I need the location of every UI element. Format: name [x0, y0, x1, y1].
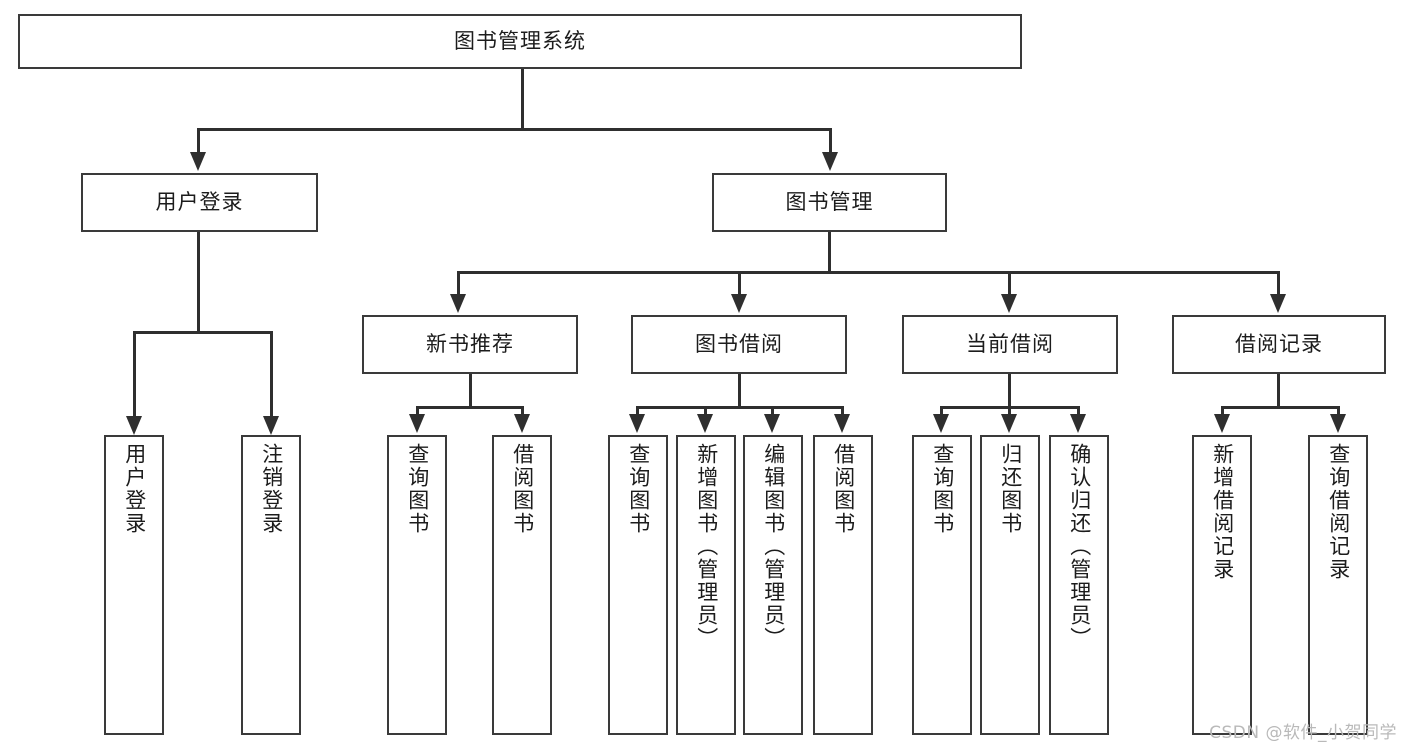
connector-user-login-drop-1: [133, 331, 136, 416]
connector-book-borrow-bus: [636, 406, 844, 409]
node-borrow-record-label: 借阅记录: [1235, 332, 1323, 357]
arrow-book-manage-to-current-borrow: [1001, 294, 1017, 313]
connector-current-borrow-drop-2: [1008, 406, 1011, 416]
connector-borrow-record-bus: [1221, 406, 1340, 409]
connector-book-borrow-drop-3: [771, 406, 774, 416]
node-leaf-edit-book[interactable]: 编辑图书（管理员）: [743, 435, 803, 735]
node-root[interactable]: 图书管理系统: [18, 14, 1022, 69]
arrow-book-borrow-to-leaf-4: [834, 414, 850, 433]
node-leaf-borrow-book-1-label: 借阅图书: [510, 443, 535, 535]
connector-user-login-drop-2: [270, 331, 273, 416]
node-borrow-record[interactable]: 借阅记录: [1172, 315, 1386, 374]
node-leaf-query-book-3-label: 查询图书: [930, 443, 955, 535]
arrow-borrow-record-to-leaf-2: [1330, 414, 1346, 433]
connector-new-book-rec-stem: [469, 374, 472, 408]
node-leaf-return-book[interactable]: 归还图书: [980, 435, 1040, 735]
connector-current-borrow-drop-3: [1077, 406, 1080, 416]
node-leaf-borrow-book-1[interactable]: 借阅图书: [492, 435, 552, 735]
connector-current-borrow-stem: [1008, 374, 1011, 408]
node-leaf-borrow-book-2-label: 借阅图书: [831, 443, 856, 535]
connector-book-borrow-drop-1: [636, 406, 639, 416]
arrow-root-to-user-login: [190, 152, 206, 171]
connector-root-to-book-manage: [829, 128, 832, 152]
arrow-user-login-to-leaf-2: [263, 416, 279, 435]
connector-root-to-user-login: [197, 128, 200, 152]
arrow-current-borrow-to-leaf-3: [1070, 414, 1086, 433]
node-leaf-query-record[interactable]: 查询借阅记录: [1308, 435, 1368, 735]
node-leaf-logout-label: 注销登录: [259, 443, 284, 535]
node-leaf-query-book-3[interactable]: 查询图书: [912, 435, 972, 735]
arrow-book-manage-to-borrow-record: [1270, 294, 1286, 313]
node-current-borrow-label: 当前借阅: [966, 332, 1054, 357]
connector-borrow-record-drop-1: [1221, 406, 1224, 416]
connector-root-bus: [197, 128, 832, 131]
node-leaf-confirm-return-label: 确认归还（管理员）: [1067, 443, 1092, 650]
node-book-manage[interactable]: 图书管理: [712, 173, 947, 232]
node-leaf-return-book-label: 归还图书: [998, 443, 1023, 535]
connector-borrow-record-drop-2: [1337, 406, 1340, 416]
node-leaf-user-login-label: 用户登录: [122, 443, 147, 535]
node-user-login[interactable]: 用户登录: [81, 173, 318, 232]
connector-book-manage-drop-4: [1277, 271, 1280, 294]
node-new-book-rec[interactable]: 新书推荐: [362, 315, 578, 374]
node-leaf-query-book-1-label: 查询图书: [405, 443, 430, 535]
node-leaf-user-login[interactable]: 用户登录: [104, 435, 164, 735]
connector-book-manage-bus: [457, 271, 1280, 274]
node-leaf-add-record-label: 新增借阅记录: [1210, 443, 1235, 581]
node-leaf-query-book-2-label: 查询图书: [626, 443, 651, 535]
node-leaf-add-book[interactable]: 新增图书（管理员）: [676, 435, 736, 735]
arrow-new-book-rec-to-leaf-2: [514, 414, 530, 433]
connector-new-book-rec-drop-2: [521, 406, 524, 416]
node-leaf-add-record[interactable]: 新增借阅记录: [1192, 435, 1252, 735]
node-book-manage-label: 图书管理: [785, 190, 874, 215]
node-leaf-borrow-book-2[interactable]: 借阅图书: [813, 435, 873, 735]
connector-book-borrow-stem: [738, 374, 741, 408]
connector-user-login-stem: [197, 232, 200, 333]
connector-book-borrow-drop-2: [704, 406, 707, 416]
connector-book-manage-drop-3: [1008, 271, 1011, 294]
arrow-user-login-to-leaf-1: [126, 416, 142, 435]
node-book-borrow-label: 图书借阅: [695, 332, 783, 357]
connector-book-manage-drop-2: [738, 271, 741, 294]
arrow-book-borrow-to-leaf-3: [764, 414, 780, 433]
arrow-borrow-record-to-leaf-1: [1214, 414, 1230, 433]
node-leaf-edit-book-label: 编辑图书（管理员）: [761, 443, 786, 650]
connector-new-book-rec-drop-1: [416, 406, 419, 416]
node-current-borrow[interactable]: 当前借阅: [902, 315, 1118, 374]
connector-book-manage-stem: [828, 232, 831, 273]
arrow-book-borrow-to-leaf-1: [629, 414, 645, 433]
connector-current-borrow-drop-1: [940, 406, 943, 416]
arrow-root-to-book-manage: [822, 152, 838, 171]
connector-book-borrow-drop-4: [841, 406, 844, 416]
node-root-label: 图书管理系统: [454, 29, 586, 54]
connector-user-login-bus: [133, 331, 272, 334]
node-leaf-query-book-1[interactable]: 查询图书: [387, 435, 447, 735]
connector-book-manage-drop-1: [457, 271, 460, 294]
connector-root-stem: [521, 69, 524, 129]
arrow-current-borrow-to-leaf-2: [1001, 414, 1017, 433]
node-new-book-rec-label: 新书推荐: [426, 332, 514, 357]
node-leaf-confirm-return[interactable]: 确认归还（管理员）: [1049, 435, 1109, 735]
node-leaf-query-book-2[interactable]: 查询图书: [608, 435, 668, 735]
node-leaf-add-book-label: 新增图书（管理员）: [694, 443, 719, 650]
arrow-book-manage-to-new-book-rec: [450, 294, 466, 313]
connector-borrow-record-stem: [1277, 374, 1280, 408]
node-user-login-label: 用户登录: [155, 190, 244, 215]
node-book-borrow[interactable]: 图书借阅: [631, 315, 847, 374]
node-leaf-query-record-label: 查询借阅记录: [1326, 443, 1351, 581]
arrow-current-borrow-to-leaf-1: [933, 414, 949, 433]
connector-new-book-rec-bus: [416, 406, 524, 409]
arrow-new-book-rec-to-leaf-1: [409, 414, 425, 433]
node-leaf-logout[interactable]: 注销登录: [241, 435, 301, 735]
arrow-book-manage-to-book-borrow: [731, 294, 747, 313]
arrow-book-borrow-to-leaf-2: [697, 414, 713, 433]
